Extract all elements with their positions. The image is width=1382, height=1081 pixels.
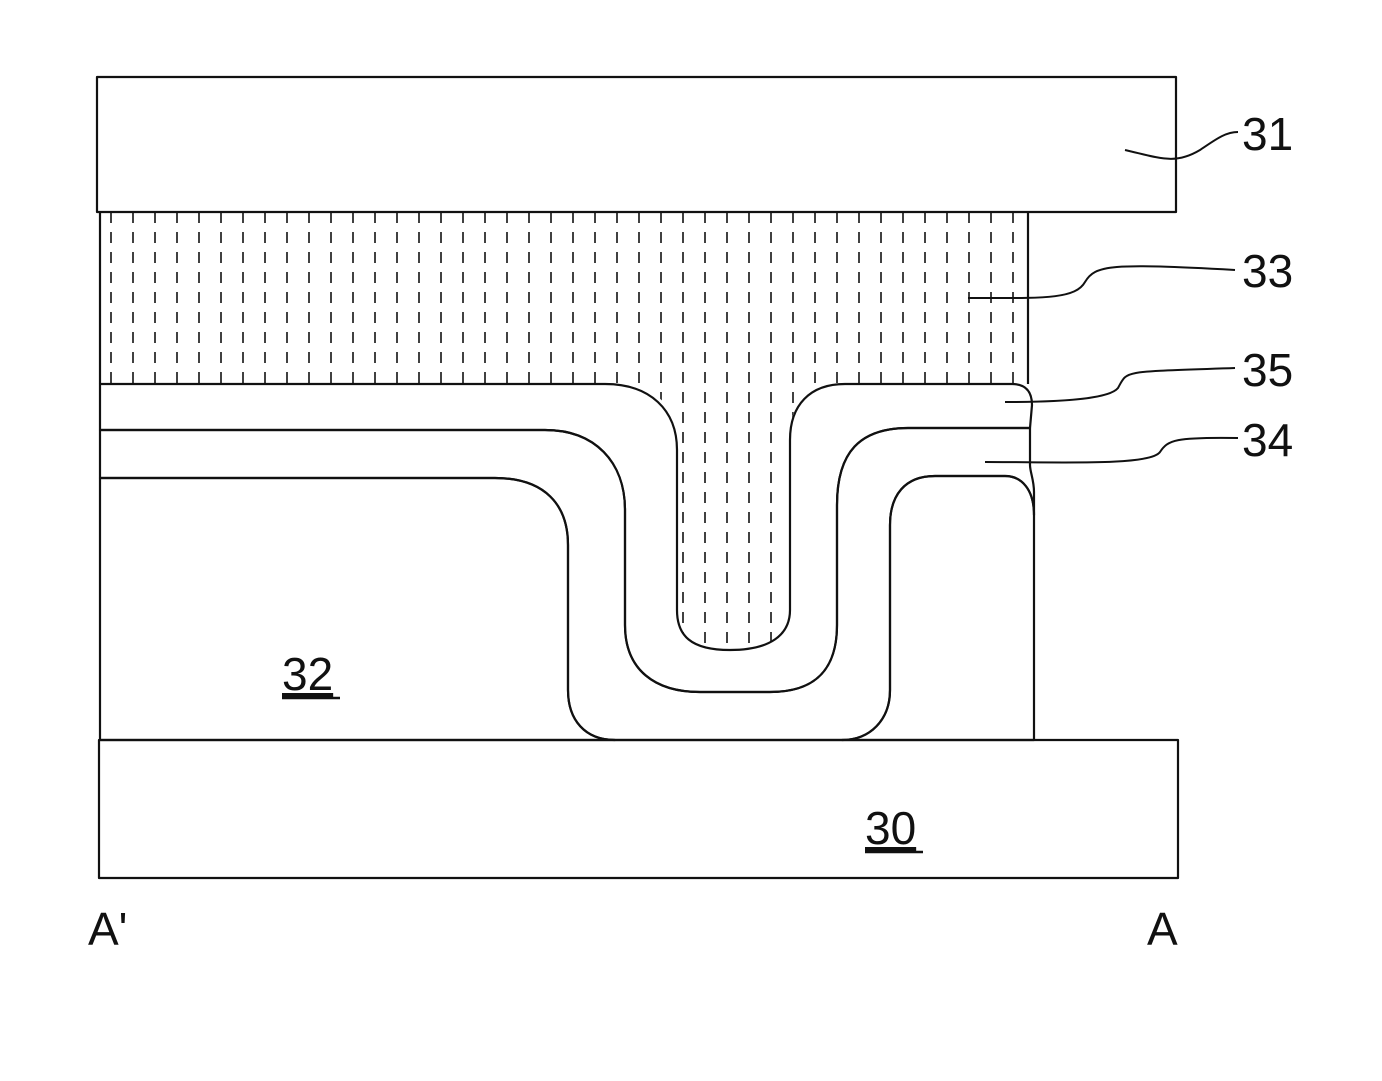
layer-30-substrate: [99, 740, 1178, 878]
leader-31: [1125, 132, 1238, 159]
layer-31-substrate: [97, 77, 1176, 212]
label-35: 35: [1242, 344, 1293, 396]
leader-35: [1005, 368, 1235, 402]
layer-35: [100, 384, 1032, 692]
leader-34: [985, 438, 1238, 463]
label-33: 33: [1242, 245, 1293, 297]
section-label-right: A: [1147, 903, 1178, 955]
layer-34: [100, 428, 1034, 740]
label-32: 32: [282, 648, 333, 700]
label-30: 30: [865, 802, 916, 854]
label-34: 34: [1242, 414, 1293, 466]
label-31: 31: [1242, 108, 1293, 160]
section-label-left: A': [88, 903, 127, 955]
